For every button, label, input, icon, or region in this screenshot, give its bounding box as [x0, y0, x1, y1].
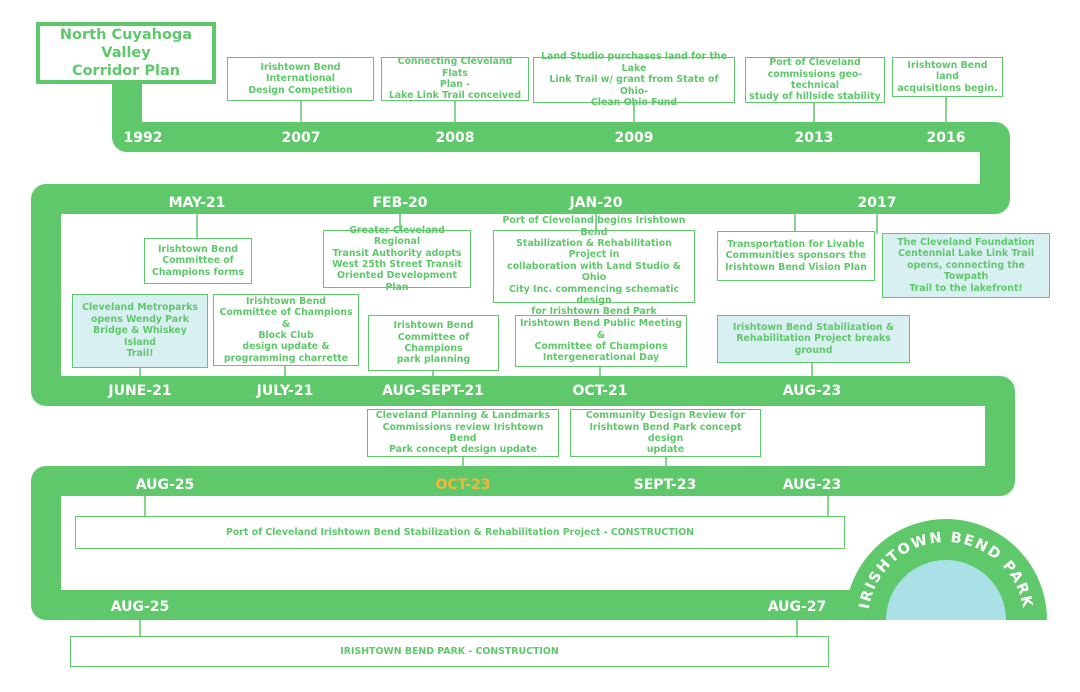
event-box: Irishtown Bend Committee of Champions pa… — [368, 315, 499, 371]
event-box: Irishtown Bend Committee of Champions fo… — [144, 238, 252, 284]
year-label: JAN-20 — [569, 195, 623, 211]
year-label: AUG-23 — [782, 477, 842, 493]
year-label: AUG-23 — [782, 383, 842, 399]
year-label: AUG-25 — [110, 599, 170, 615]
construction-bar-stabilization: Port of Cleveland Irishtown Bend Stabili… — [75, 516, 845, 549]
year-label: OCT-21 — [572, 383, 628, 399]
event-box: Community Design Review for Irishtown Be… — [570, 409, 761, 457]
year-label: 2013 — [794, 130, 834, 146]
event-box: Land Studio purchases land for the Lake … — [533, 51, 735, 108]
year-label: SEPT-23 — [633, 477, 697, 493]
park-logo: IRISHTOWN BEND PARK — [845, 519, 1047, 620]
event-box-highlight: The Cleveland Foundation Centennial Lake… — [882, 233, 1050, 298]
year-label: 2007 — [281, 130, 321, 146]
year-label: 2008 — [435, 130, 475, 146]
event-box: Greater Cleveland Regional Transit Autho… — [323, 225, 471, 293]
event-box: Irishtown Bend Public Meeting & Committe… — [515, 315, 687, 367]
event-box: Port of Cleveland commissions geo-techni… — [745, 57, 885, 103]
year-label: JULY-21 — [256, 383, 314, 399]
year-label: AUG-27 — [767, 599, 827, 615]
year-label: 2009 — [614, 130, 654, 146]
event-box: Port of Cleveland begins Irishtown Bend … — [493, 215, 695, 317]
road-path — [31, 72, 1030, 620]
construction-bar-park: IRISHTOWN BEND PARK - CONSTRUCTION — [70, 636, 829, 667]
year-label-current: OCT-23 — [435, 477, 491, 493]
year-label: FEB-20 — [372, 195, 428, 211]
event-box: Transportation for Livable Communities s… — [717, 231, 875, 281]
event-box-highlight: Irishtown Bend Stabilization & Rehabilit… — [717, 315, 910, 363]
year-label: AUG-25 — [135, 477, 195, 493]
year-label: 2017 — [857, 195, 897, 211]
event-box: Cleveland Planning & Landmarks Commissio… — [367, 409, 559, 457]
event-box: Irishtown Bend International Design Comp… — [227, 57, 374, 101]
connector-lines — [139, 96, 947, 637]
page-title: North Cuyahoga Valley Corridor Plan — [36, 22, 216, 84]
event-box: Irishtown Bend Committee of Champions & … — [213, 294, 359, 366]
year-label: 1992 — [123, 130, 163, 146]
year-label: MAY-21 — [168, 195, 226, 211]
event-box: Irishtown Bend land acquisitions begin. — [892, 57, 1003, 97]
event-box: Connecting Cleveland Flats Plan - Lake L… — [381, 56, 529, 101]
event-box-highlight: Cleveland Metroparks opens Wendy Park Br… — [72, 294, 208, 368]
logo-pond — [886, 560, 1006, 620]
year-label: 2016 — [926, 130, 966, 146]
year-label: AUG-SEPT-21 — [382, 383, 484, 399]
year-label: JUNE-21 — [108, 383, 172, 399]
